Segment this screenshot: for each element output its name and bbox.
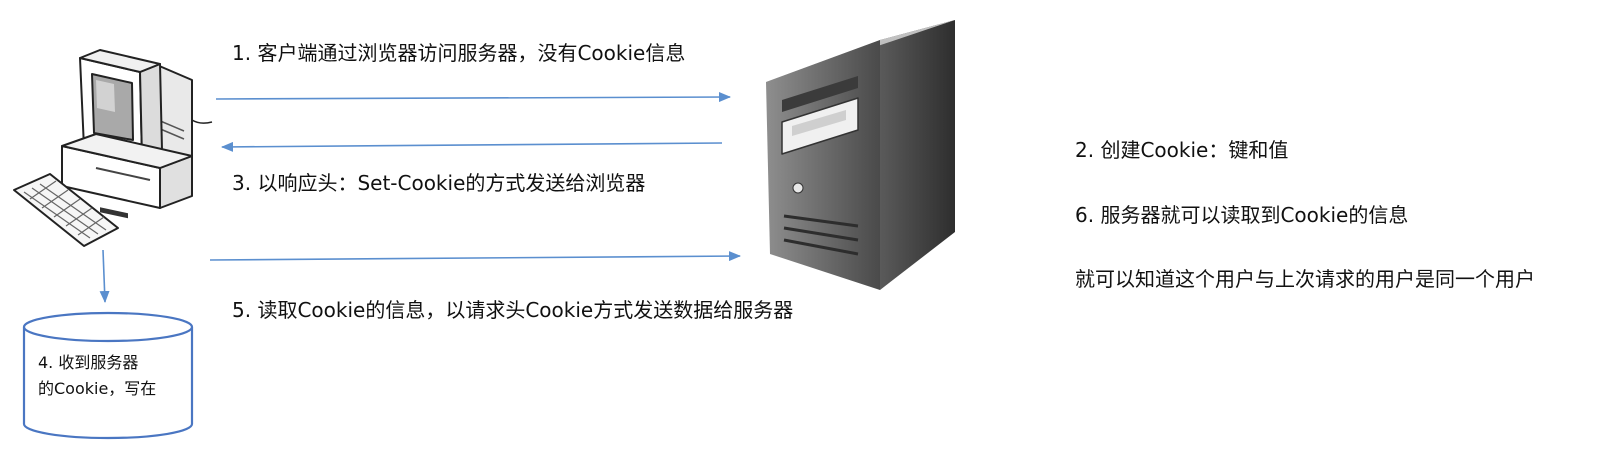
- arrow-store-4: [99, 249, 110, 303]
- step-5-label: 5. 读取Cookie的信息，以请求头Cookie方式发送数据给服务器: [232, 298, 794, 322]
- step-2-label: 2. 创建Cookie：键和值: [1075, 138, 1289, 162]
- arrow-request-1: [215, 92, 731, 103]
- step-1-label: 1. 客户端通过浏览器访问服务器，没有Cookie信息: [232, 41, 686, 65]
- conclusion-label: 就可以知道这个用户与上次请求的用户是同一个用户: [1075, 267, 1535, 291]
- step-6-label: 6. 服务器就可以读取到Cookie的信息: [1075, 203, 1409, 227]
- arrow-request-5: [209, 251, 741, 262]
- database-cylinder-icon: [22, 311, 194, 440]
- step-4-line-2: 的Cookie，写在: [38, 379, 157, 398]
- arrow-response-3: [221, 141, 723, 152]
- step-4-label: 4. 收到服务器 的Cookie，写在: [38, 350, 188, 402]
- step-3-label: 3. 以响应头：Set-Cookie的方式发送给浏览器: [232, 171, 646, 195]
- desktop-computer-icon: [13, 49, 213, 247]
- server-tower-icon: [766, 20, 955, 290]
- step-4-line-1: 4. 收到服务器: [38, 353, 139, 372]
